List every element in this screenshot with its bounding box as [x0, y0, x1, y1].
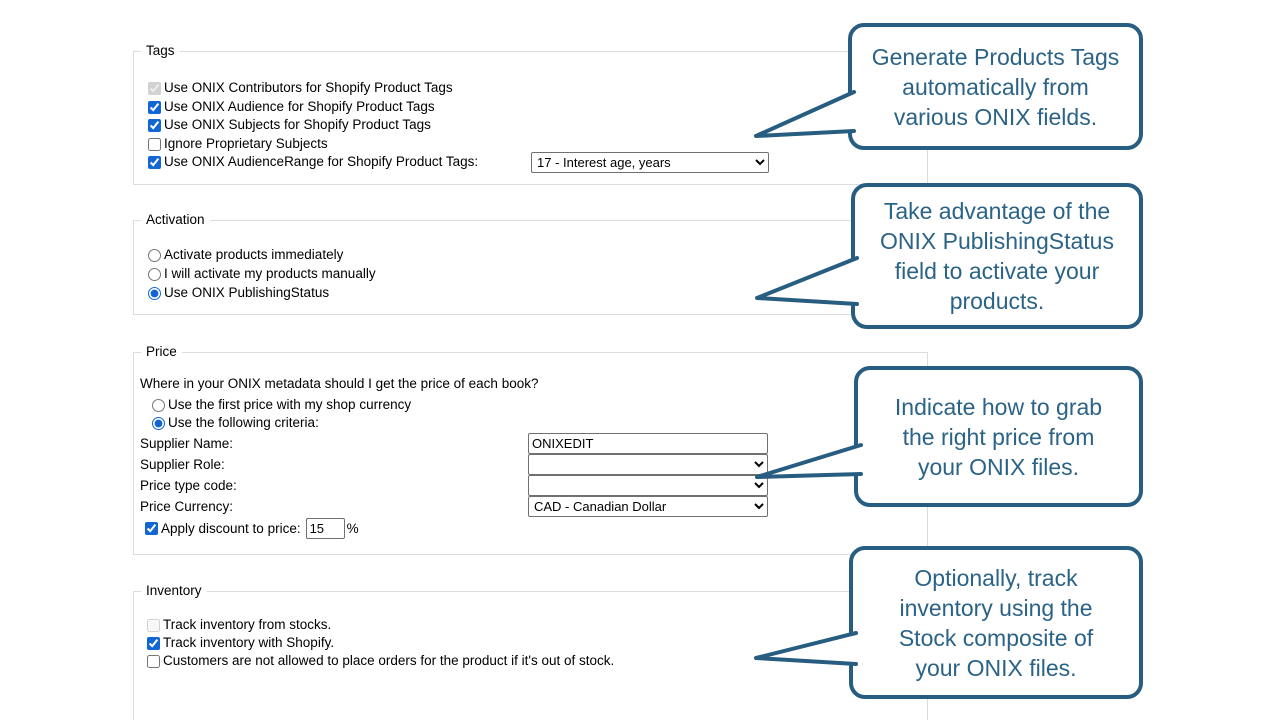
apply-discount-checkbox[interactable] — [145, 522, 158, 535]
audience-range-select[interactable]: 17 - Interest age, years — [531, 152, 769, 173]
speech-bubble-shape — [754, 546, 1143, 699]
inventory-legend: Inventory — [141, 583, 207, 599]
supplier-role-label: Supplier Role: — [140, 457, 225, 472]
checkbox-row-audience-range: Use ONIX AudienceRange for Shopify Produ… — [148, 154, 478, 170]
checkbox-row-onix-audience: Use ONIX Audience for Shopify Product Ta… — [148, 99, 435, 115]
checkbox-label: Customers are not allowed to place order… — [163, 653, 615, 668]
radio-label: Use the following criteria: — [168, 415, 319, 430]
callout-activation: Take advantage of the ONIX PublishingSta… — [745, 180, 1146, 332]
checkbox-label: Use ONIX Contributors for Shopify Produc… — [164, 80, 453, 95]
onix-contributors-checkbox[interactable] — [148, 81, 161, 95]
callout-inventory-text: Optionally, track inventory using the St… — [898, 564, 1094, 681]
audience-range-checkbox[interactable] — [148, 155, 161, 169]
checkbox-row-track-stocks: Track inventory from stocks. — [147, 617, 331, 633]
checkbox-label: Use ONIX Audience for Shopify Product Ta… — [164, 99, 435, 114]
callout-tags-text: Generate Products Tags automatically fro… — [871, 43, 1120, 130]
checkbox-label: Ignore Proprietary Subjects — [164, 136, 328, 151]
supplier-role-select[interactable] — [528, 454, 768, 475]
discount-value-input[interactable] — [305, 518, 345, 539]
radio-row-first-price: Use the first price with my shop currenc… — [152, 397, 411, 413]
track-stocks-checkbox[interactable] — [147, 618, 160, 632]
no-orders-out-of-stock-checkbox[interactable] — [147, 654, 160, 668]
callout-tail — [754, 90, 856, 138]
radio-label: Use ONIX PublishingStatus — [164, 285, 330, 300]
checkbox-row-track-shopify: Track inventory with Shopify. — [147, 635, 334, 651]
radio-label: Activate products immediately — [164, 247, 344, 262]
radio-row-publishing-status: Use ONIX PublishingStatus — [148, 285, 329, 301]
checkbox-row-onix-subjects: Use ONIX Subjects for Shopify Product Ta… — [148, 117, 431, 133]
radio-row-activate-immediately: Activate products immediately — [148, 247, 343, 263]
publishing-status-radio[interactable] — [148, 286, 161, 300]
activation-legend: Activation — [141, 212, 210, 228]
checkbox-row-onix-contributors: Use ONIX Contributors for Shopify Produc… — [148, 80, 453, 96]
price-currency-label: Price Currency: — [140, 499, 234, 514]
checkbox-row-ignore-proprietary: Ignore Proprietary Subjects — [148, 136, 328, 152]
onix-subjects-checkbox[interactable] — [148, 118, 161, 132]
discount-row: Apply discount to price: % — [145, 518, 359, 539]
checkbox-row-no-orders-out-of-stock: Customers are not allowed to place order… — [147, 653, 614, 669]
onix-audience-checkbox[interactable] — [148, 100, 161, 114]
callout-tail — [755, 443, 863, 479]
callout-tags: Generate Products Tags automatically fro… — [744, 18, 1146, 156]
callout-price: Indicate how to grab the right price fro… — [745, 363, 1146, 510]
checkbox-label: Use ONIX Subjects for Shopify Product Ta… — [164, 117, 431, 132]
price-currency-select[interactable]: CAD - Canadian Dollar — [528, 496, 768, 517]
activate-manually-radio[interactable] — [148, 267, 161, 281]
price-type-code-label: Price type code: — [140, 478, 237, 493]
following-criteria-radio[interactable] — [152, 416, 165, 430]
ignore-proprietary-checkbox[interactable] — [148, 137, 161, 151]
supplier-name-label: Supplier Name: — [140, 436, 234, 451]
speech-bubble-shape — [755, 366, 1143, 507]
supplier-name-input[interactable] — [528, 433, 768, 454]
radio-row-following-criteria: Use the following criteria: — [152, 415, 319, 431]
discount-suffix: % — [346, 520, 359, 536]
speech-bubble-shape — [755, 183, 1143, 329]
price-question: Where in your ONIX metadata should I get… — [140, 376, 539, 391]
radio-label: Use the first price with my shop currenc… — [168, 397, 412, 412]
tags-legend: Tags — [141, 43, 180, 59]
price-type-code-select[interactable] — [528, 475, 768, 496]
speech-bubble-shape — [754, 23, 1143, 150]
radio-label: I will activate my products manually — [164, 266, 376, 281]
activate-immediately-radio[interactable] — [148, 248, 161, 262]
first-price-radio[interactable] — [152, 398, 165, 412]
price-legend: Price — [141, 344, 182, 360]
callout-inventory: Optionally, track inventory using the St… — [744, 543, 1146, 702]
checkbox-label: Use ONIX AudienceRange for Shopify Produ… — [164, 154, 479, 169]
track-shopify-checkbox[interactable] — [147, 636, 160, 650]
radio-row-activate-manually: I will activate my products manually — [148, 266, 376, 282]
checkbox-label: Track inventory with Shopify. — [163, 635, 335, 650]
callout-price-text: Indicate how to grab the right price fro… — [894, 393, 1103, 480]
callout-activation-text: Take advantage of the ONIX PublishingSta… — [880, 198, 1114, 314]
checkbox-label: Track inventory from stocks. — [163, 617, 332, 632]
discount-label: Apply discount to price: — [161, 520, 301, 536]
callout-tail — [754, 631, 858, 666]
callout-tail — [755, 256, 859, 306]
